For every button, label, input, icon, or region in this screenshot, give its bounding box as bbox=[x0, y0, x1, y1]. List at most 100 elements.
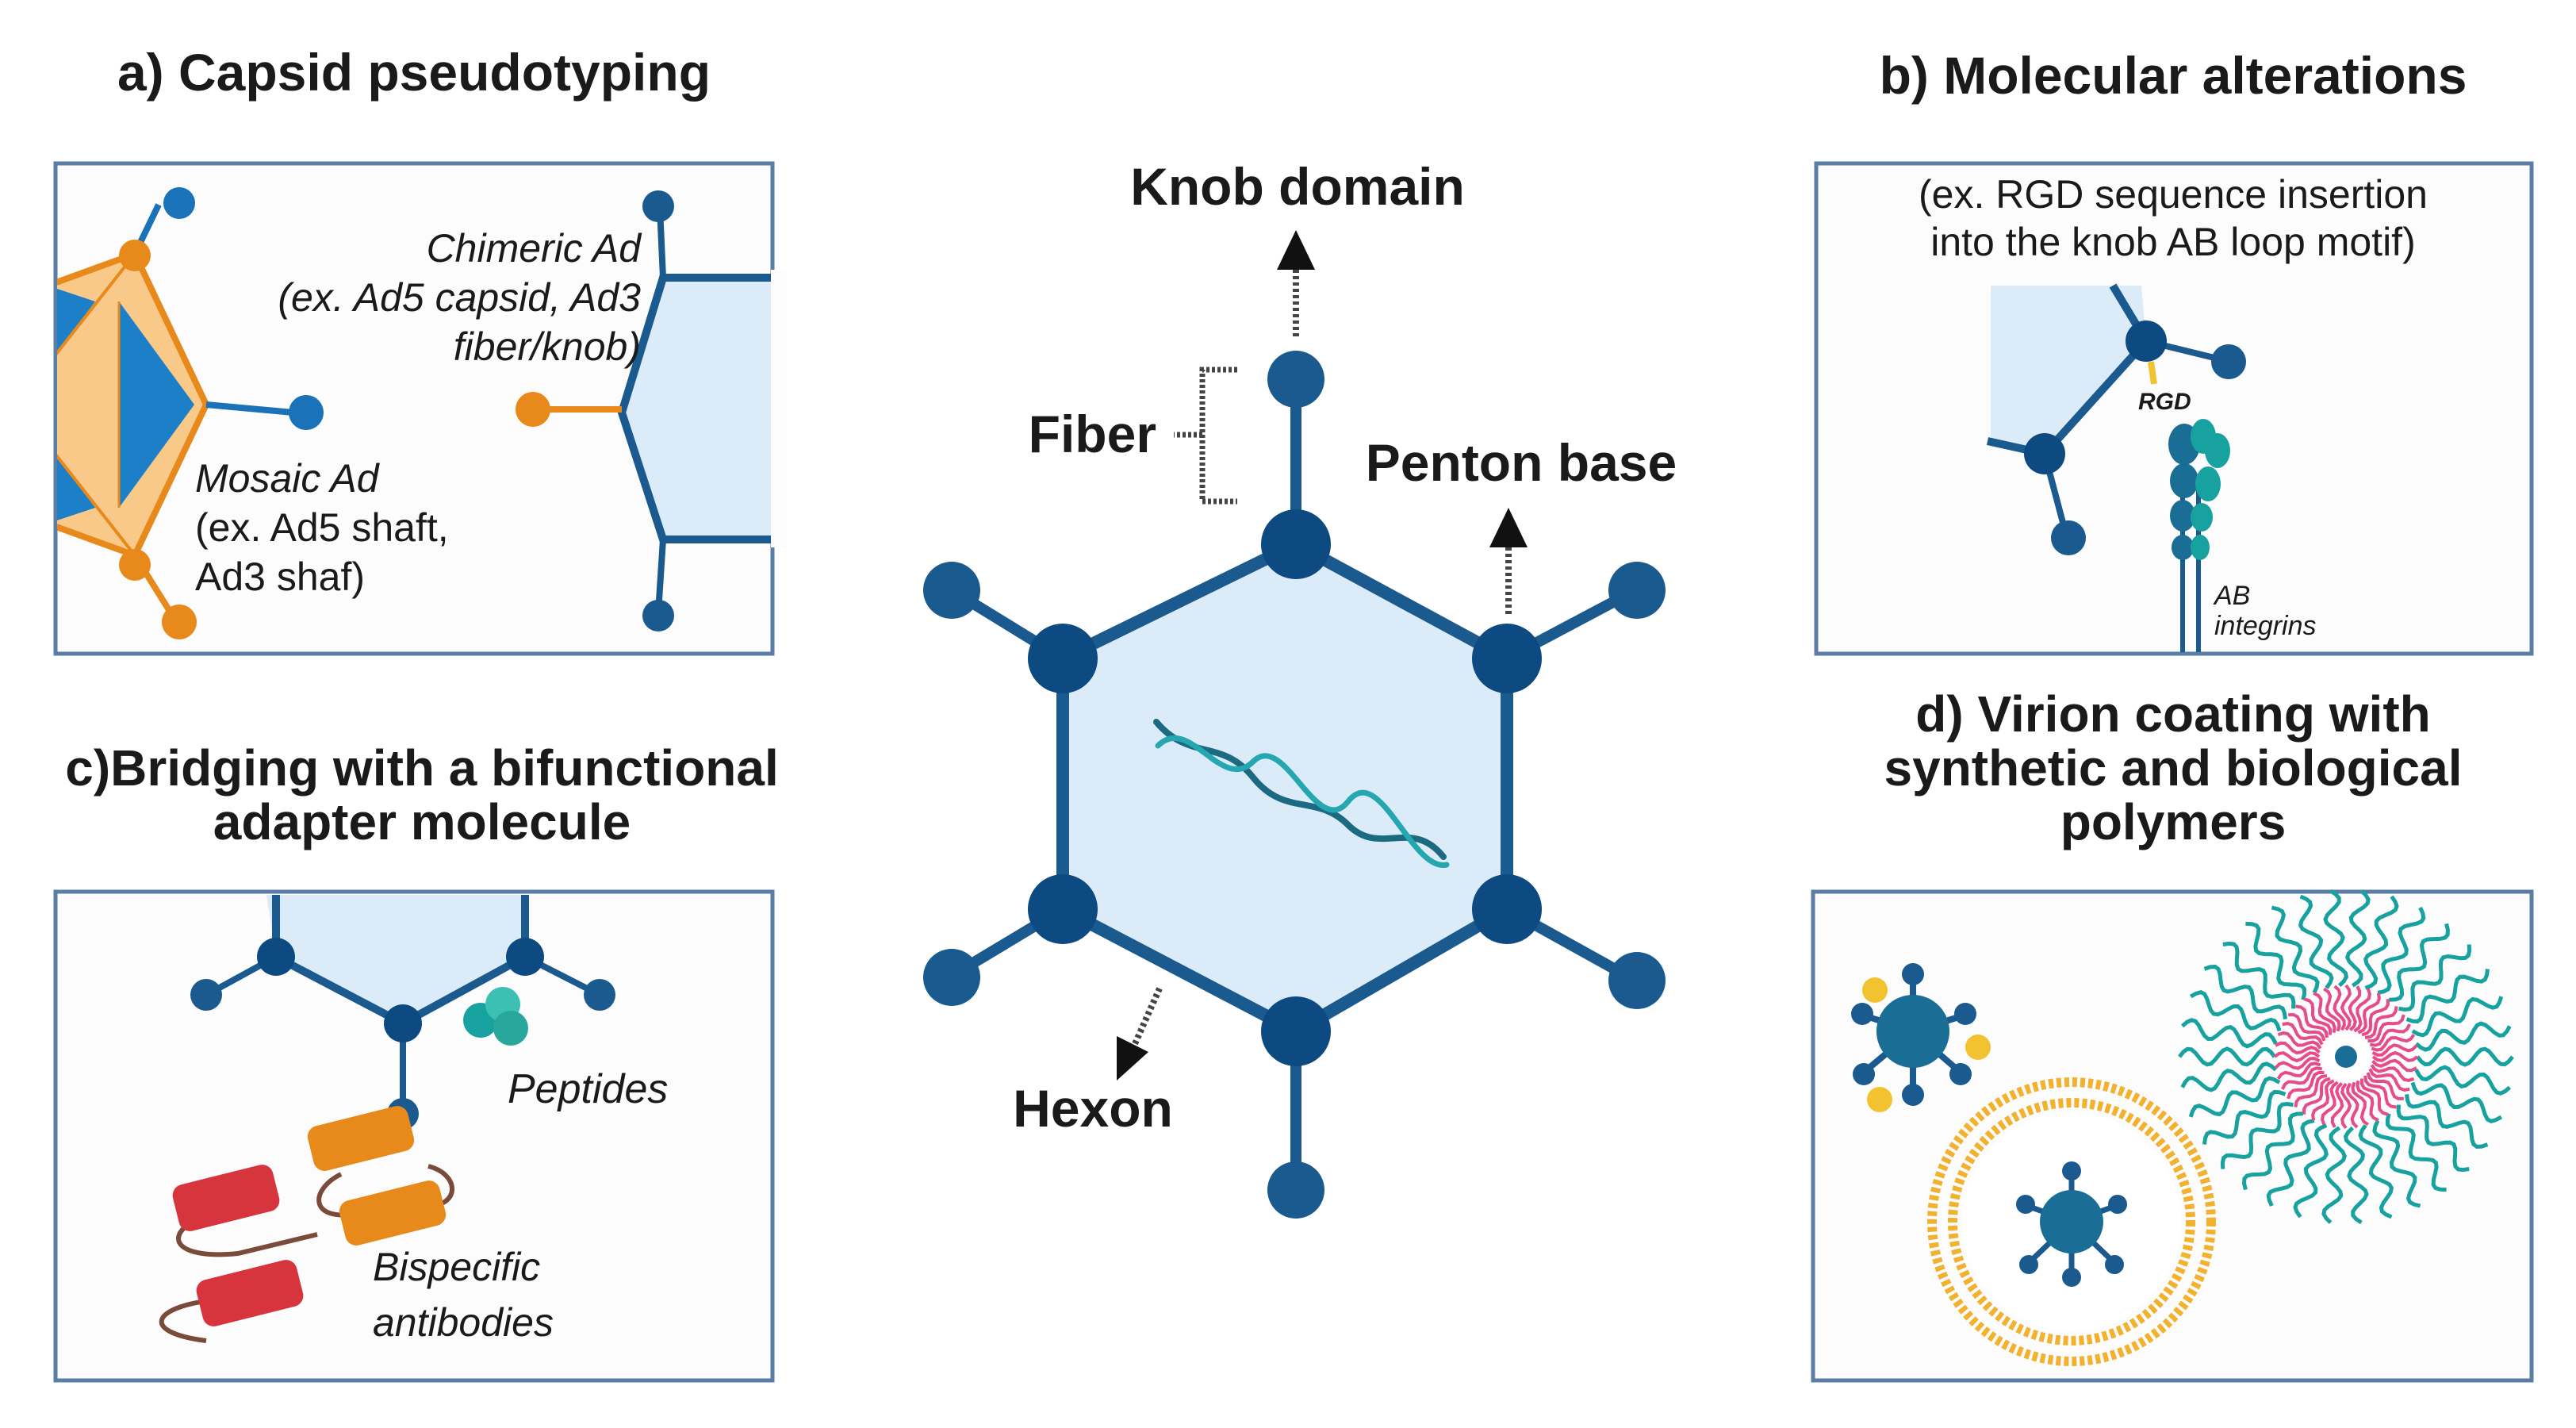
polymer-chain bbox=[2323, 889, 2349, 988]
polymer-chain bbox=[2410, 1081, 2503, 1123]
polymer-chain bbox=[2405, 969, 2490, 1024]
penton-vertex-bottom bbox=[1261, 996, 1331, 1066]
rgd-label: RGD bbox=[2138, 389, 2191, 415]
polymer-chain bbox=[2396, 1104, 2470, 1173]
lipid-chain bbox=[2302, 1077, 2331, 1115]
polymer-chain bbox=[2188, 1076, 2281, 1118]
mosaic-capsid-inner-left bbox=[57, 289, 95, 352]
lipid-chain bbox=[2363, 1075, 2397, 1109]
lipid-chain bbox=[2330, 1082, 2344, 1128]
polymer-chain bbox=[2245, 921, 2307, 1000]
polymer-coated-virion bbox=[2178, 889, 2514, 1225]
panel-c-title-line2: adapter molecule bbox=[213, 793, 631, 850]
lipid-chain bbox=[2360, 1078, 2389, 1116]
panel-c-vertex-bottom bbox=[384, 1004, 422, 1042]
panel-c-knob-left bbox=[190, 979, 222, 1011]
polymer-chain bbox=[2242, 1111, 2303, 1191]
dna-genome bbox=[1153, 719, 1450, 868]
mosaic-vertex-top bbox=[119, 240, 151, 271]
panel-c-capsid bbox=[190, 895, 615, 1130]
mosaic-vertex-bottom bbox=[119, 549, 151, 581]
mosaic-label-line1: Mosaic Ad bbox=[195, 456, 381, 501]
polymer-chain bbox=[2266, 1119, 2315, 1207]
polymer-chain bbox=[2189, 990, 2282, 1032]
knob-domain-label: Knob domain bbox=[1130, 157, 1465, 216]
polymer-chain bbox=[2411, 996, 2504, 1038]
polymer-chain bbox=[2180, 1018, 2278, 1049]
mosaic-label-line3: Ad3 shaf) bbox=[195, 555, 365, 599]
chimeric-capsid bbox=[516, 190, 787, 631]
lipid-chain bbox=[2287, 1071, 2325, 1100]
mosaic-knob-right bbox=[289, 395, 324, 430]
lipid-chain bbox=[2348, 985, 2362, 1031]
rgd-insert bbox=[2148, 361, 2157, 385]
polymer-chain bbox=[2220, 1101, 2294, 1169]
chimeric-label-line2: (ex. Ad5 capsid, Ad3 bbox=[278, 275, 641, 320]
panel-c-vertex-left bbox=[257, 938, 295, 976]
lipid-chain bbox=[2353, 988, 2371, 1033]
lipid-chain bbox=[2371, 1043, 2418, 1057]
peptides bbox=[463, 987, 528, 1046]
panel-b-vertex-top bbox=[2126, 321, 2167, 362]
knob-upper-right bbox=[1608, 562, 1666, 619]
polymer-chain bbox=[2385, 1113, 2447, 1192]
panel-d-title-line3: polymers bbox=[2060, 793, 2287, 850]
lipid-chain bbox=[2323, 987, 2341, 1032]
panel-b-frame bbox=[1814, 161, 2534, 656]
mosaic-shell-line bbox=[57, 252, 136, 355]
lipid-chain bbox=[2351, 1081, 2369, 1127]
polymer-chain bbox=[2180, 1061, 2278, 1092]
fiber-bracket bbox=[1174, 367, 1237, 505]
hexon-arrow bbox=[1117, 987, 1163, 1081]
lipid-chain bbox=[2295, 1004, 2329, 1038]
panel-c-knob-right bbox=[584, 979, 615, 1011]
chimeric-knob-bottom bbox=[642, 600, 674, 631]
lipid-chain bbox=[2277, 1031, 2322, 1050]
polymer-chain bbox=[2358, 1124, 2394, 1219]
mosaic-shell-line2 bbox=[57, 454, 136, 557]
lipid-chain bbox=[2311, 1079, 2335, 1121]
mosaic-capsid bbox=[57, 187, 324, 639]
bispecific-antibodies bbox=[159, 1106, 454, 1343]
polymer-chain bbox=[2416, 1046, 2514, 1067]
lipid-chain bbox=[2371, 1058, 2417, 1073]
chimeric-knob-top bbox=[642, 190, 674, 222]
mosaic-knob-bottom bbox=[162, 605, 197, 639]
chimeric-label-line1: Chimeric Ad bbox=[427, 226, 643, 271]
lipid-chain bbox=[2364, 1006, 2398, 1039]
antibody-red-1 bbox=[172, 1165, 280, 1231]
knob-bottom bbox=[1267, 1161, 1324, 1219]
lipid-chain bbox=[2294, 1074, 2328, 1107]
antibody-orange-2 bbox=[339, 1180, 447, 1246]
mosaic-fiber-right bbox=[205, 401, 294, 416]
penton-vertex-top bbox=[1261, 509, 1331, 579]
panel-b-knob-right bbox=[2211, 344, 2246, 379]
knob-upper-left bbox=[923, 562, 980, 619]
polymer-chain bbox=[2377, 906, 2426, 995]
integrin-label-line2: integrins bbox=[2214, 611, 2317, 641]
panel-b-vertex-bottom bbox=[2024, 433, 2065, 474]
polymer-core-virion bbox=[2335, 1046, 2357, 1068]
lipid-chain bbox=[2333, 985, 2346, 1031]
panel-d-title-line2: synthetic and biological bbox=[1884, 739, 2463, 797]
polymer-chain bbox=[2298, 894, 2334, 989]
polymer-chain bbox=[2363, 895, 2399, 990]
lipid-chain bbox=[2288, 1013, 2326, 1042]
lipid-chain bbox=[2370, 1023, 2411, 1047]
panel-c-vertex-right bbox=[506, 938, 544, 976]
penton-vertex-lower-left bbox=[1028, 874, 1098, 944]
peptides-label: Peptides bbox=[508, 1066, 668, 1112]
antibodies-label-line1: Bispecific bbox=[373, 1245, 540, 1289]
polymer-chain bbox=[2178, 1046, 2276, 1067]
antibodies-label-line2: antibodies bbox=[373, 1300, 554, 1345]
panel-b-title: b) Molecular alterations bbox=[1880, 46, 2467, 105]
fiber-label: Fiber bbox=[1029, 405, 1156, 463]
mosaic-capsid-inner-left2 bbox=[57, 457, 95, 520]
lipid-chain bbox=[2321, 1081, 2339, 1126]
penton-base-label: Penton base bbox=[1366, 433, 1677, 492]
lipid-chain bbox=[2368, 1068, 2410, 1092]
polymer-chain bbox=[2343, 1126, 2369, 1225]
gold-nanoparticle bbox=[1862, 977, 1888, 1003]
gold-nanoparticle bbox=[1867, 1087, 1892, 1112]
panel-b-capsid-shell bbox=[1991, 286, 2146, 452]
